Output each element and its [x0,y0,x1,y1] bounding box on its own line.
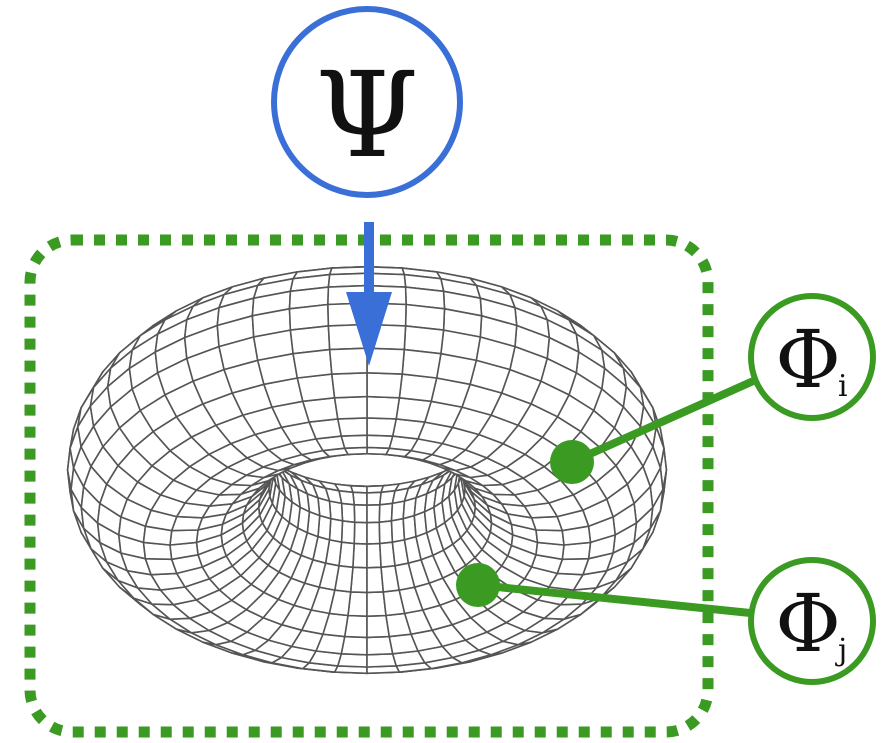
torus-mesh-face [292,348,333,379]
torus-mesh-face [366,521,381,545]
phi-j-symbol: Φ [775,577,841,670]
torus-mesh-face [353,521,368,545]
torus-mesh-face [398,373,438,403]
torus-mesh-face [169,529,199,546]
psi-symbol: Ψ [315,46,418,184]
torus-mesh-face [352,491,368,507]
torus-mesh-face [378,520,394,545]
torus-mesh-face [366,491,382,507]
torus-mesh-face [535,529,565,546]
torus-mesh-face [366,395,401,420]
torus-mesh-face [378,502,394,524]
phi-j-subscript: j [835,633,847,668]
torus-mesh-face [328,347,368,375]
torus-mesh-face [340,502,356,524]
torus-mesh-face [353,503,368,524]
phi-i-point [550,440,594,484]
torus-mesh-face [328,517,344,544]
torus-mesh-face [366,434,394,450]
phi-j-point [456,563,500,607]
phi-j-connector [477,581,761,618]
torus-mesh-face [333,395,368,420]
torus-mesh-face [330,371,368,399]
phi-j-node: Φ j [748,557,876,685]
torus-mesh-face [336,652,368,668]
torus-mesh-face [401,348,442,379]
torus-mesh-face [352,542,368,569]
torus-mesh-face [336,417,368,437]
phi-i-symbol: Φ [775,313,841,406]
torus-mesh-face [340,635,368,656]
torus-mesh-face [390,517,406,544]
torus-mesh-face [340,520,356,545]
torus-mesh-face [366,503,381,524]
torus-mesh-face [366,542,382,569]
psi-node: Ψ [271,6,463,198]
phi-i-connector [570,374,762,466]
torus-mesh-face [366,652,398,668]
torus-mesh-face [366,417,398,437]
phi-i-node: Φ i [748,293,876,421]
psi-arrow-head [346,292,392,366]
torus-surface [66,265,668,675]
torus-mesh-face [366,635,394,656]
torus-mesh-face [296,373,336,403]
phi-i-subscript: i [838,369,848,404]
torus-mesh-face [340,434,368,450]
torus-mesh-face [366,371,404,399]
